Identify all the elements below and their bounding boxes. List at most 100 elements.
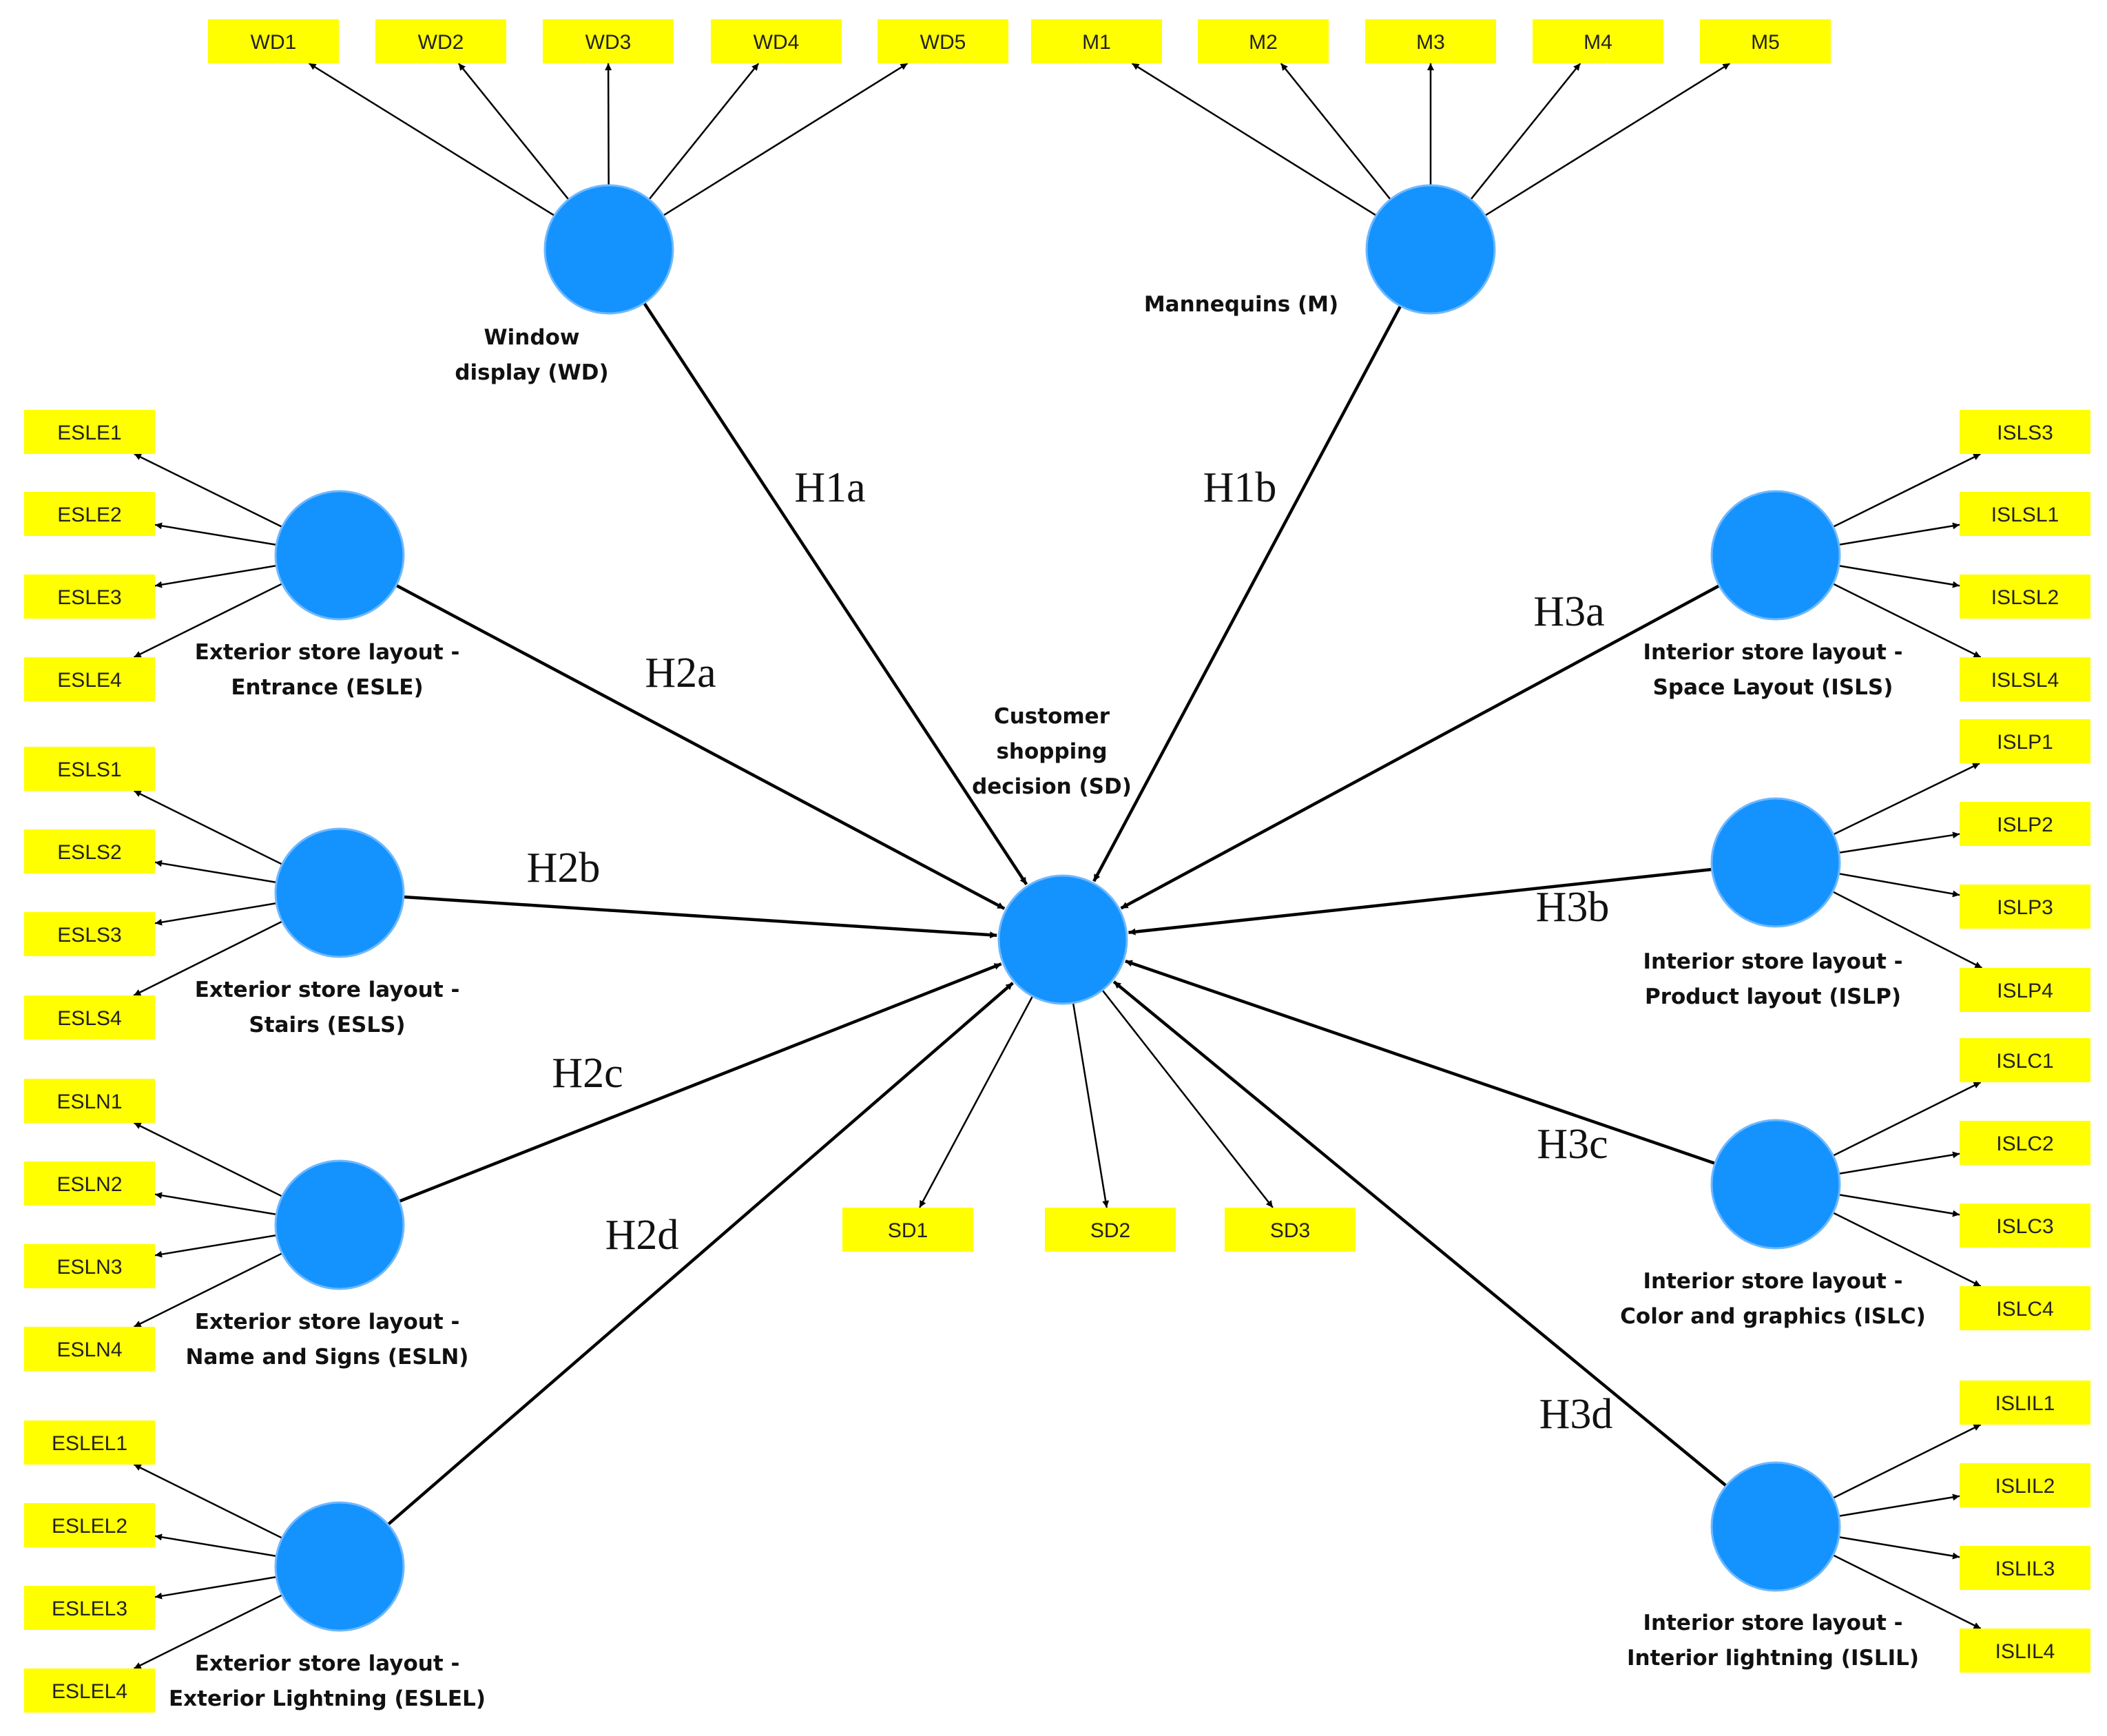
construct-islp-label: Interior store layout -Product layout (I… xyxy=(1643,949,1902,1009)
indicator-label: ISLP4 xyxy=(1997,980,2053,1002)
indicator-islil1: ISLIL1 xyxy=(1960,1381,2090,1425)
indicator-box xyxy=(1960,1203,2090,1248)
indicator-box xyxy=(24,1244,155,1288)
indicator-label: SD1 xyxy=(888,1219,928,1242)
loading-arrow-m5 xyxy=(1484,62,1731,216)
indicator-box xyxy=(24,1668,155,1713)
indicator-esln1: ESLN1 xyxy=(24,1079,155,1123)
indicator-esln4: ESLN4 xyxy=(24,1327,155,1371)
indicator-box xyxy=(24,575,155,619)
construct-eslel-label: Exterior store layout -Exterior Lightnin… xyxy=(169,1651,486,1711)
indicator-box xyxy=(24,657,155,701)
indicator-box xyxy=(1960,1286,2090,1330)
indicator-islc3: ISLC3 xyxy=(1960,1203,2090,1248)
indicator-islsl4: ISLSL4 xyxy=(1960,657,2090,701)
indicator-box xyxy=(1960,1463,2090,1507)
loading-arrow-wd3 xyxy=(605,63,612,186)
loading-arrow-islil1 xyxy=(1832,1423,1982,1499)
indicator-islil4: ISLIL4 xyxy=(1960,1629,2090,1673)
indicator-box xyxy=(711,19,842,63)
indicator-label: ESLS2 xyxy=(57,841,121,864)
construct-esle-node xyxy=(274,490,405,621)
loading-arrow-eslel2 xyxy=(154,1533,277,1558)
loading-arrow-wd1 xyxy=(308,62,555,217)
indicator-esln2: ESLN2 xyxy=(24,1161,155,1206)
indicator-label: ESLN3 xyxy=(56,1256,122,1279)
loading-arrow-sd2 xyxy=(1072,1002,1110,1208)
indicator-box xyxy=(24,1586,155,1630)
construct-isls-label: Interior store layout -Space Layout (ISL… xyxy=(1643,640,1902,700)
indicator-box xyxy=(543,19,674,63)
indicator-box xyxy=(24,410,155,454)
indicator-islc2: ISLC2 xyxy=(1960,1121,2090,1165)
indicator-label: ISLIL4 xyxy=(1995,1640,2055,1663)
indicator-label: ESLE4 xyxy=(57,669,121,692)
hypothesis-label-h3d: H3d xyxy=(1539,1391,1613,1438)
indicator-sd2: SD2 xyxy=(1045,1208,1176,1252)
indicator-label: M3 xyxy=(1416,31,1445,54)
indicator-label: SD3 xyxy=(1270,1219,1310,1242)
indicator-label: ESLS1 xyxy=(57,758,121,781)
indicator-label: ESLEL4 xyxy=(52,1680,127,1703)
indicator-box xyxy=(1960,968,2090,1012)
loading-arrow-esle2 xyxy=(154,522,277,546)
indicator-eslel2: ESLEL2 xyxy=(24,1503,155,1547)
loading-arrow-esle1 xyxy=(134,453,283,528)
construct-m-label: Mannequins (M) xyxy=(1144,292,1338,317)
indicator-islc1: ISLC1 xyxy=(1960,1038,2090,1082)
indicator-sd1: SD1 xyxy=(842,1208,973,1252)
construct-esle-label: Exterior store layout -Entrance (ESLE) xyxy=(195,640,460,700)
indicator-label: ESLN2 xyxy=(56,1173,122,1196)
path-arrow-wd-to-sd xyxy=(643,302,1028,886)
hypothesis-label-h3a: H3a xyxy=(1533,588,1604,635)
indicator-wd1: WD1 xyxy=(208,19,339,63)
indicator-islsl1: ISLSL1 xyxy=(1960,492,2090,536)
indicator-box xyxy=(1533,19,1663,63)
loading-arrow-islil4 xyxy=(1832,1554,1982,1630)
construct-islc-node xyxy=(1710,1119,1841,1250)
indicator-box xyxy=(1031,19,1162,63)
hypothesis-label-h1b: H1b xyxy=(1203,464,1277,511)
indicator-label: ISLP3 xyxy=(1997,896,2053,919)
indicator-label: ESLEL1 xyxy=(52,1432,127,1455)
path-arrow-esls-to-sd xyxy=(403,895,997,939)
indicator-box xyxy=(1960,885,2090,929)
indicator-eslel1: ESLEL1 xyxy=(24,1420,155,1465)
indicator-label: ISLC2 xyxy=(1996,1133,2053,1155)
hypothesis-label-h3c: H3c xyxy=(1537,1121,1608,1168)
hypothesis-label-h2a: H2a xyxy=(645,650,716,696)
indicator-box xyxy=(24,1161,155,1206)
loading-arrow-islp3 xyxy=(1838,872,1960,898)
loading-arrow-sd3 xyxy=(1101,989,1274,1208)
construct-m-node xyxy=(1365,184,1496,315)
indicator-wd4: WD4 xyxy=(711,19,842,63)
indicator-esls1: ESLS1 xyxy=(24,747,155,791)
indicator-box xyxy=(208,19,339,63)
indicator-m1: M1 xyxy=(1031,19,1162,63)
indicator-label: ESLS4 xyxy=(57,1007,121,1030)
loading-arrow-eslel1 xyxy=(133,1463,283,1539)
indicator-box xyxy=(1960,1038,2090,1082)
construct-isls-node xyxy=(1710,490,1841,621)
construct-eslel-node xyxy=(274,1501,405,1632)
indicator-box xyxy=(1365,19,1496,63)
path-arrow-isls-to-sd xyxy=(1120,584,1721,910)
loading-arrow-sd1 xyxy=(918,995,1034,1208)
construct-esls-node xyxy=(274,827,405,958)
hypothesis-label-h3b: H3b xyxy=(1536,884,1610,931)
loading-arrow-islc3 xyxy=(1838,1193,1960,1217)
indicator-esls4: ESLS4 xyxy=(24,995,155,1040)
indicator-isls3: ISLS3 xyxy=(1960,410,2090,454)
loading-arrow-esls3 xyxy=(154,902,277,926)
indicator-label: ESLE1 xyxy=(57,422,121,444)
indicator-box xyxy=(842,1208,973,1252)
indicator-islp2: ISLP2 xyxy=(1960,802,2090,846)
hypothesis-label-h2d: H2d xyxy=(605,1212,679,1259)
indicator-label: ISLC1 xyxy=(1996,1050,2053,1073)
indicator-label: ISLP2 xyxy=(1997,814,2053,836)
indicator-label: M1 xyxy=(1082,31,1111,54)
